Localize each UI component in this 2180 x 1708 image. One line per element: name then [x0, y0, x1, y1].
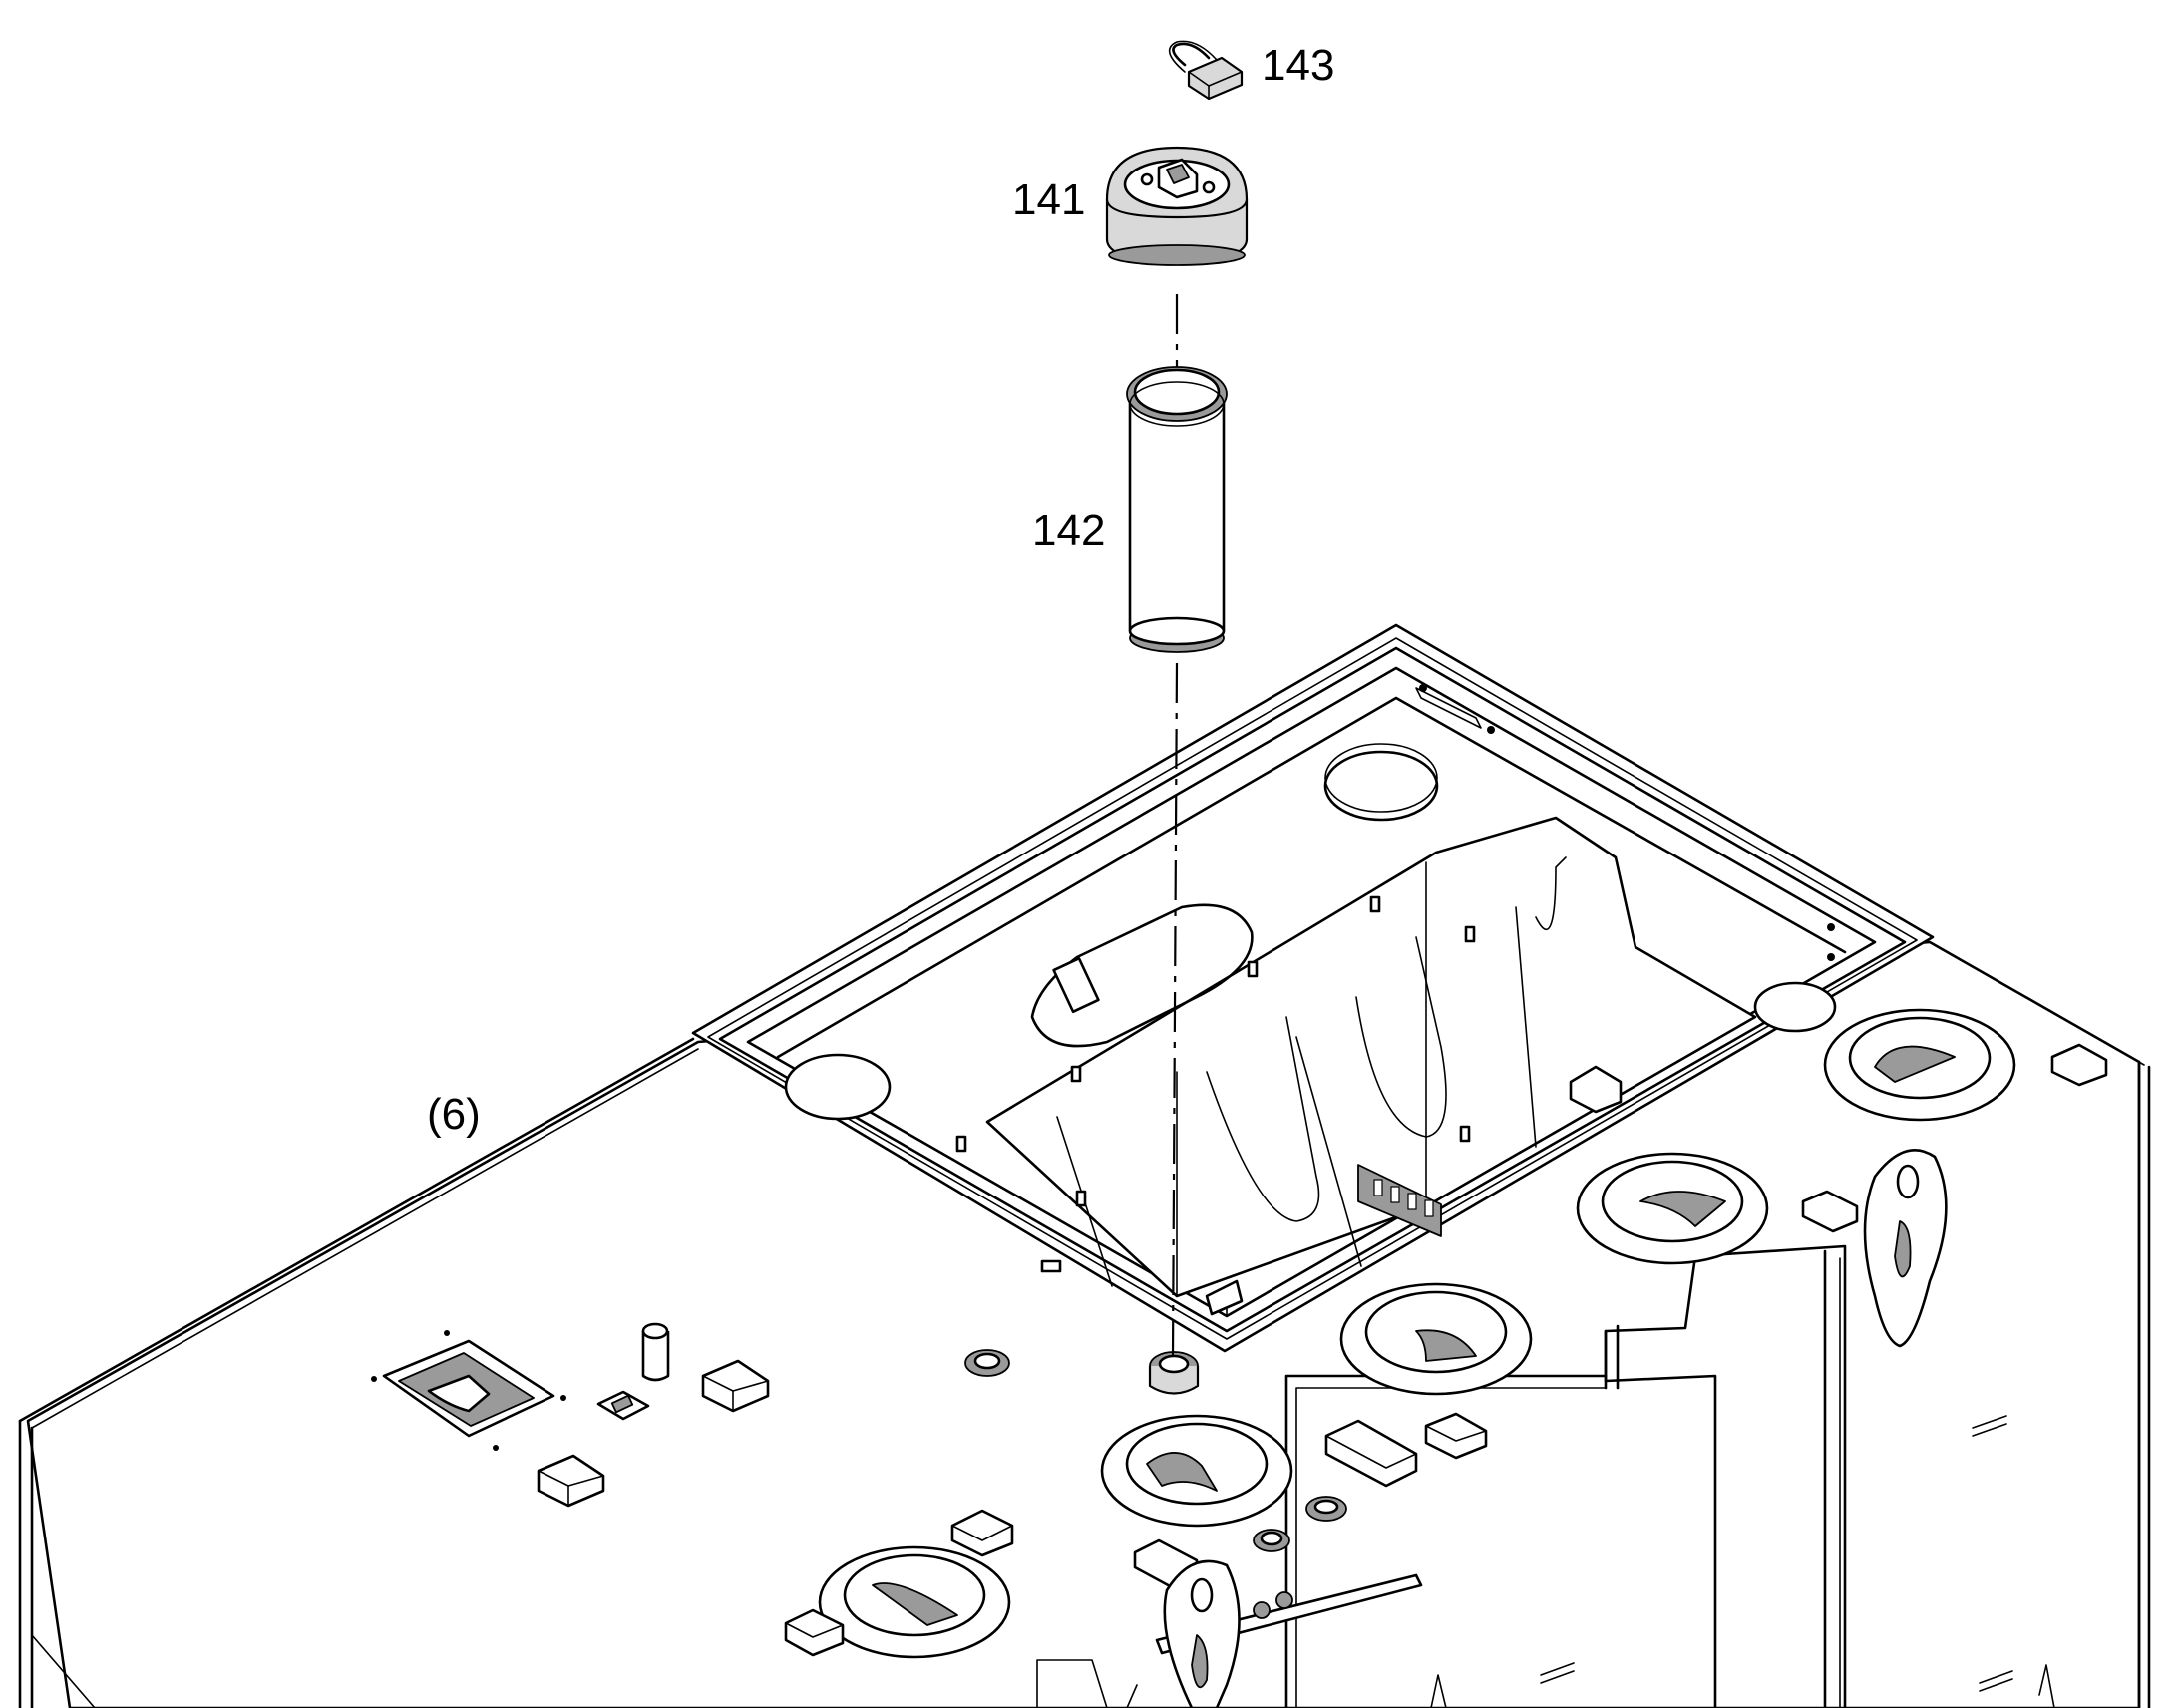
lifting-eyes: [1163, 1149, 1948, 1708]
callout-142: 142: [1032, 507, 1105, 555]
flange-ports: [818, 1008, 2016, 1659]
hatch-frame: [691, 623, 1935, 1353]
callout-143: 143: [1262, 41, 1334, 90]
tank-body: [18, 940, 2151, 1708]
padlock: [1168, 40, 1244, 101]
front-slots: [1430, 1415, 2055, 1708]
callout-141: 141: [1012, 175, 1085, 224]
filler-cap: [1105, 146, 1249, 266]
callout-labels: 143 141 142 (6): [427, 41, 1334, 1139]
assembly-centerline: [1171, 294, 1179, 1357]
filler-neck-socket: [1148, 1351, 1200, 1395]
top-fittings: [371, 1043, 2108, 1657]
filter-tube: [1126, 366, 1228, 653]
callout-6: (6): [427, 1090, 481, 1139]
